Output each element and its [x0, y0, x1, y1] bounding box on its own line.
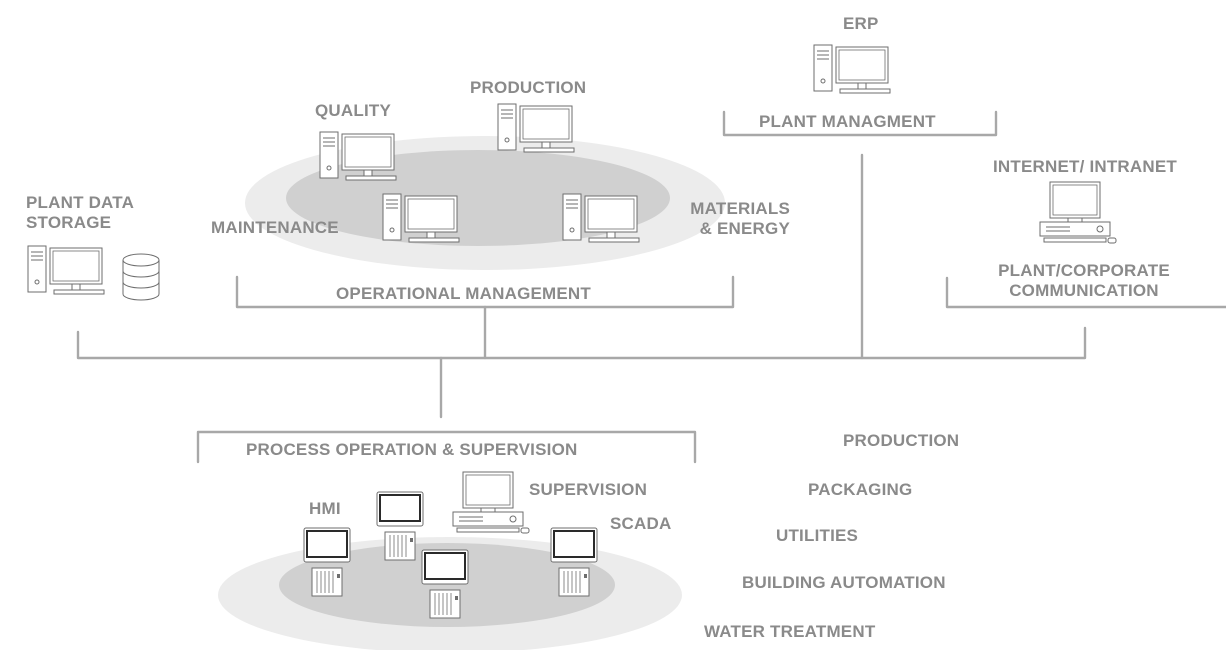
plant-corporate-bracket [945, 276, 1226, 309]
supervision-workstation-icon [452, 471, 530, 534]
process-inner-ellipse [279, 543, 615, 627]
plant-data-storage-line2: STORAGE [26, 213, 112, 232]
process-operation-bracket [196, 430, 697, 464]
supervision-label: SUPERVISION [529, 480, 648, 499]
plant-corporate-line1: PLANT/CORPORATE [998, 261, 1170, 280]
area-production-label: PRODUCTION [843, 431, 960, 450]
scada-label: SCADA [610, 514, 672, 533]
plant-managment-bracket [722, 110, 998, 137]
quality-label: QUALITY [315, 101, 392, 120]
erp-computer-icon [813, 44, 891, 94]
operational-management-label: OPERATIONAL MANAGEMENT [336, 284, 591, 303]
materials-line1: MATERIALS [690, 199, 790, 218]
materials-line2: & ENERGY [699, 219, 790, 238]
production-label: PRODUCTION [470, 78, 587, 97]
storage-computer-icon [27, 245, 105, 295]
hmi-label: HMI [309, 499, 341, 518]
plant-data-storage-line1: PLANT DATA [26, 193, 135, 212]
plant-corporate-communication-label: PLANT/CORPORATE COMMUNICATION [968, 261, 1200, 301]
internet-workstation-icon [1039, 181, 1117, 244]
maintenance-label: MAINTENANCE [211, 218, 339, 237]
area-utilities-label: UTILITIES [776, 526, 859, 545]
area-packaging-label: PACKAGING [808, 480, 913, 499]
internet-intranet-label: INTERNET/ INTRANET [993, 157, 1177, 176]
plant-managment-label: PLANT MANAGMENT [759, 112, 936, 131]
area-building-automation-label: BUILDING AUTOMATION [742, 573, 946, 592]
plant-data-storage-label: PLANT DATA STORAGE [26, 193, 134, 233]
materials-energy-label: MATERIALS & ENERGY [660, 199, 790, 239]
main-bus [76, 326, 1087, 360]
database-icon [122, 253, 160, 301]
connector-lines [76, 110, 1226, 464]
process-operation-label: PROCESS OPERATION & SUPERVISION [246, 440, 578, 459]
erp-label: ERP [843, 14, 879, 33]
plant-corporate-line2: COMMUNICATION [1009, 281, 1159, 300]
area-water-treatment-label: WATER TREATMENT [704, 622, 876, 641]
